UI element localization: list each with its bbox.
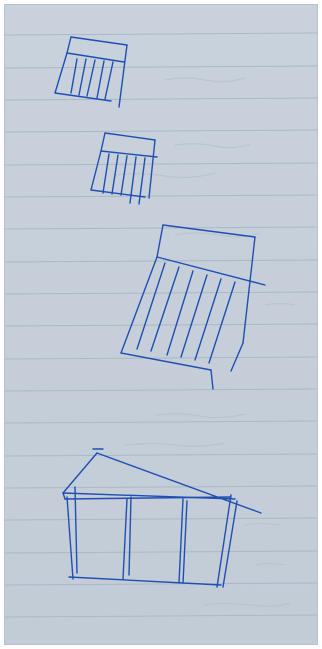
large-tilted-box: [121, 225, 265, 389]
ruled-lines: [5, 33, 318, 617]
sketch-canvas: [5, 5, 318, 645]
small-tilted-box-2: [91, 133, 157, 204]
show-through-text: [115, 78, 295, 606]
lined-notebook-paper: [4, 4, 318, 645]
house-shaped-box: [63, 449, 261, 587]
small-tilted-box-1: [55, 37, 127, 107]
